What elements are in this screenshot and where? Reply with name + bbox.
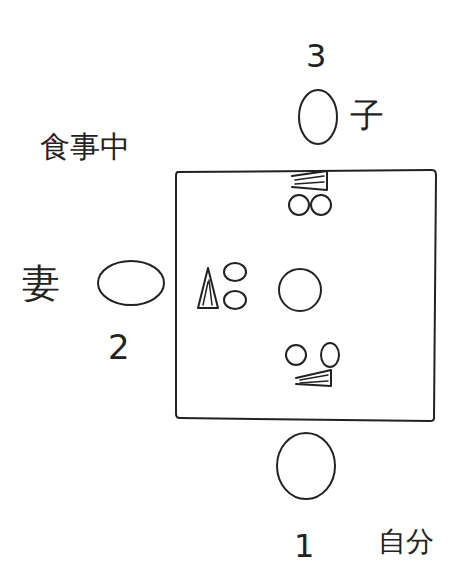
center-dish — [279, 269, 321, 311]
bowl — [321, 343, 339, 367]
table-outline — [176, 170, 436, 421]
bowl — [286, 345, 306, 365]
seat-number: 3 — [306, 40, 326, 72]
bowl — [289, 195, 309, 215]
seat-number: 1 — [294, 530, 314, 562]
bowl — [311, 195, 331, 215]
seat-wife — [98, 261, 164, 305]
person-label: 子 — [350, 98, 384, 132]
seat-child — [299, 90, 337, 144]
chopsticks — [296, 370, 331, 386]
seat-number: 2 — [108, 330, 130, 364]
seat-self — [277, 433, 335, 499]
person-label: 自分 — [378, 528, 434, 556]
title: 食事中 — [40, 132, 130, 162]
bowl — [224, 291, 246, 309]
chopsticks — [292, 171, 327, 190]
bowl — [224, 263, 246, 281]
chopsticks — [198, 268, 218, 308]
person-label: 妻 — [22, 264, 60, 302]
